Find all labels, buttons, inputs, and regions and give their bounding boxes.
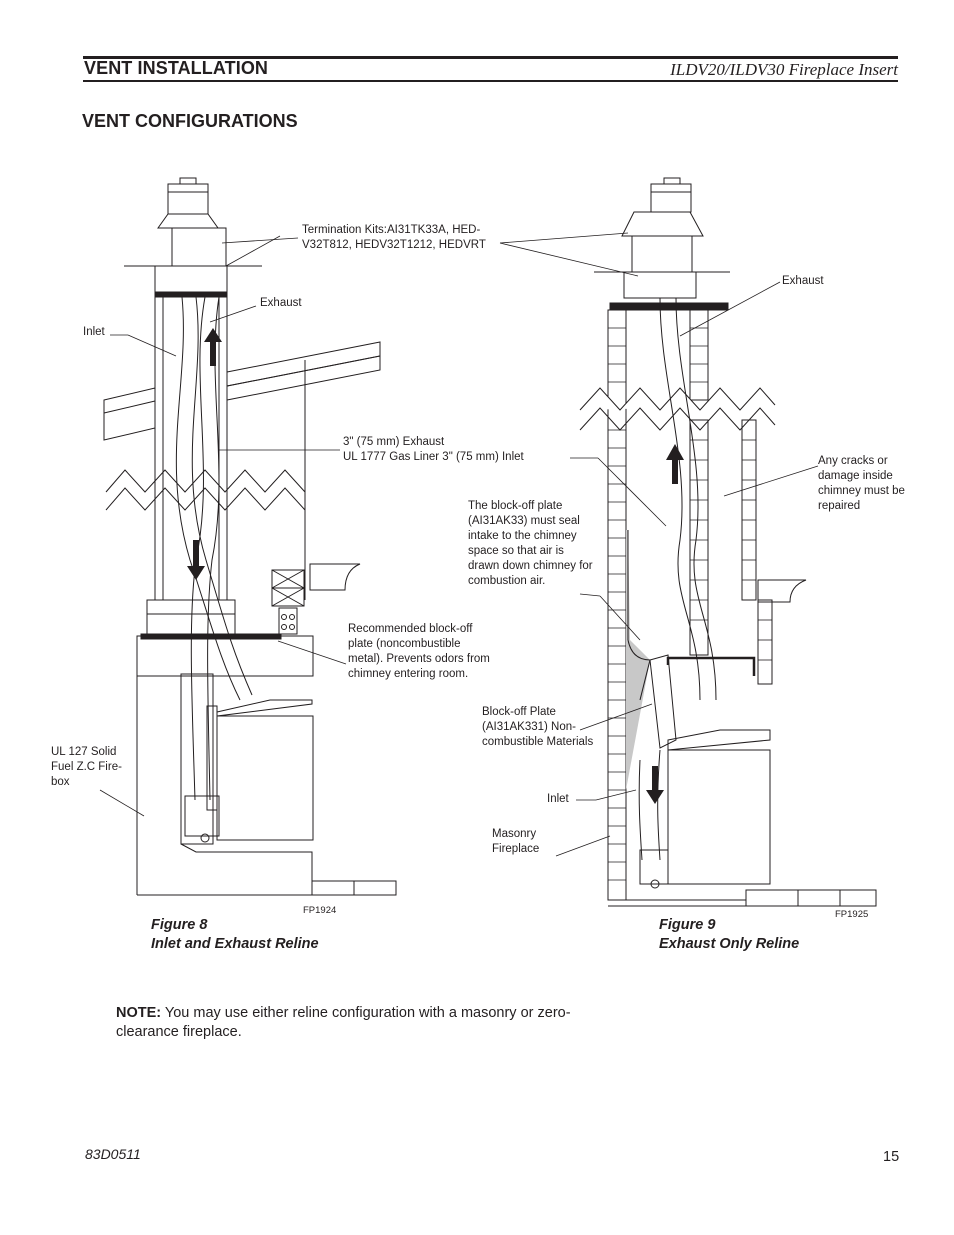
fig8-firebox-label: UL 127 Solid Fuel Z.C Fire- box <box>51 746 122 788</box>
note: NOTE: You may use either reline configur… <box>116 1004 576 1042</box>
header-rule-top <box>83 56 898 59</box>
figure8-diagram <box>103 177 397 896</box>
fig8-caption: Figure 8 Inlet and Exhaust Reline <box>151 917 319 952</box>
fig9-inlet-label: Inlet <box>547 793 569 805</box>
header-rule-bottom <box>83 80 898 82</box>
fig8-blockoff-label: Recommended block-off plate (noncombusti… <box>348 623 490 680</box>
fig9-blockoff-seal-label: The block-off plate (AI31AK33) must seal… <box>468 500 593 587</box>
product-title: ILDV20/ILDV30 Fireplace Insert <box>670 60 898 79</box>
page-number: 15 <box>883 1149 900 1165</box>
fig9-masonry-label: Masonry Fireplace <box>492 828 540 855</box>
doc-number: 83D0511 <box>85 1146 141 1162</box>
fig9-code: FP1925 <box>835 909 869 920</box>
leader-lines <box>99 232 819 857</box>
flow-arrows <box>187 328 684 804</box>
fig8-code: FP1924 <box>303 905 337 916</box>
fig8-inlet-label: Inlet <box>83 326 105 338</box>
fig8-liner-label: 3" (75 mm) Exhaust UL 1777 Gas Liner 3" … <box>343 436 524 463</box>
figure9-diagram <box>579 177 877 907</box>
fig8-exhaust-label: Exhaust <box>260 297 302 309</box>
note-text: You may use either reline configuration … <box>116 1005 571 1040</box>
note-prefix: NOTE: <box>116 1005 162 1021</box>
fig8-termination-label: Termination Kits:AI31TK33A, HED- V32T812… <box>302 224 486 251</box>
section-title: VENT INSTALLATION <box>84 58 269 78</box>
fig9-blockoff-plate-label: Block-off Plate (AI31AK331) Non- combust… <box>482 706 594 748</box>
page-heading: VENT CONFIGURATIONS <box>82 111 298 131</box>
fig9-caption: Figure 9 Exhaust Only Reline <box>659 917 800 952</box>
fig9-exhaust-label: Exhaust <box>782 275 824 287</box>
fig9-cracks-label: Any cracks or damage inside chimney must… <box>818 455 905 512</box>
